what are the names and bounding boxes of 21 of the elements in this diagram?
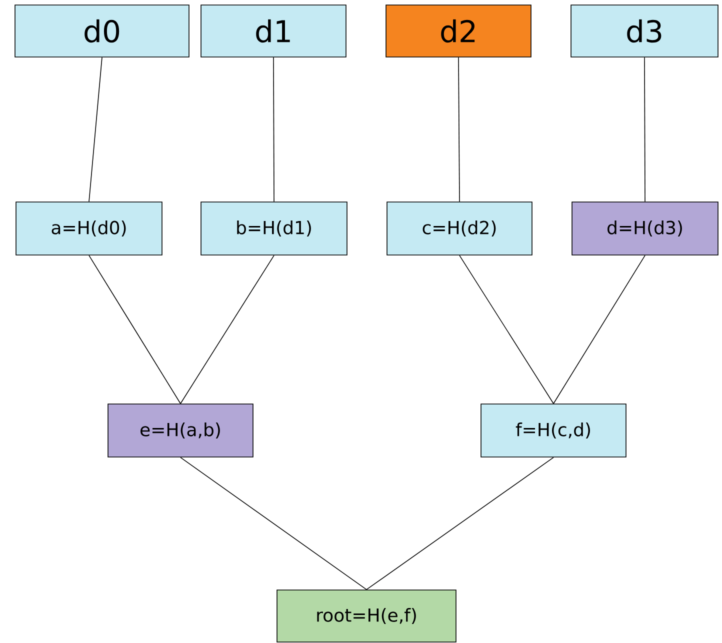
hash-box: f=H(c,d)	[480, 404, 626, 458]
data-block: d2	[386, 4, 532, 58]
hash-box: c=H(d2)	[386, 202, 532, 256]
connector-line	[180, 255, 274, 404]
connector-line	[458, 57, 460, 202]
connector-line	[366, 457, 554, 590]
hash-box: b=H(d1)	[200, 202, 348, 256]
connector-line	[88, 57, 102, 202]
connector-line	[88, 255, 181, 404]
data-block: d0	[14, 4, 190, 58]
connector-line	[459, 255, 554, 404]
connector-line	[644, 57, 646, 202]
connector-line	[273, 57, 274, 202]
hash-box: root=H(e,f)	[276, 590, 456, 642]
hash-box: a=H(d0)	[16, 202, 162, 256]
connector-line	[180, 457, 367, 590]
data-block: d1	[200, 4, 346, 58]
connector-line	[553, 255, 646, 404]
data-block: d3	[570, 4, 718, 58]
hash-box: d=H(d3)	[572, 202, 718, 256]
hash-box: e=H(a,b)	[108, 404, 254, 458]
